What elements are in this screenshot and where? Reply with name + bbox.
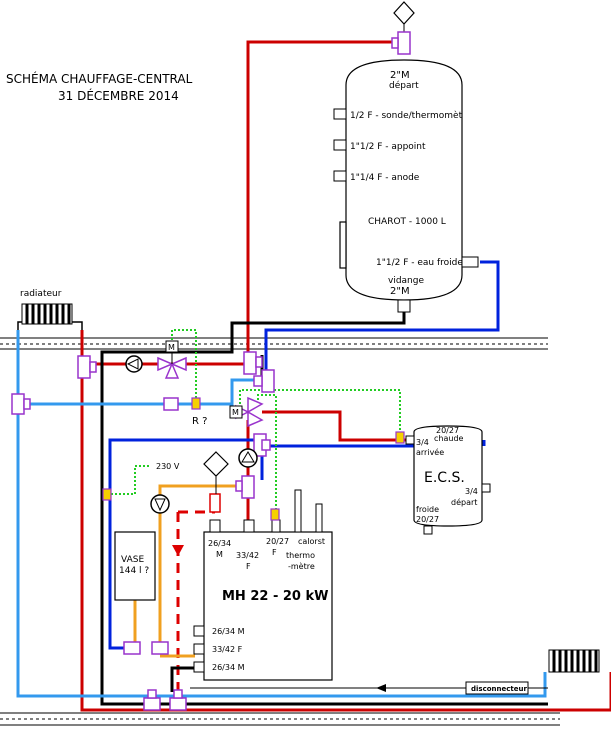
tank-port-2: 1"1/2 F - appoint bbox=[350, 142, 426, 152]
tank-top-size: 2"M bbox=[390, 70, 410, 81]
pipe-cold-tank bbox=[264, 260, 500, 378]
boiler-port-1-size: 26/34 bbox=[208, 539, 231, 548]
boiler-port-3-type: F bbox=[272, 548, 277, 557]
boiler-name: MH 22 - 20 kW bbox=[222, 589, 328, 604]
tank-name: CHAROT - 1000 L bbox=[368, 217, 446, 227]
pipe-return-radiator bbox=[16, 330, 547, 698]
tank-port-4: 1"1/2 F - eau froide bbox=[376, 258, 463, 268]
ecs-tank: 20/27 chaude 3/4 arrivée E.C.S. 3/4 dépa… bbox=[405, 425, 491, 535]
air-vent-tank-icon bbox=[391, 1, 415, 55]
pipe-primary-loop bbox=[100, 312, 548, 706]
vessel-line1: VASE bbox=[121, 555, 144, 565]
ecs-top-label: chaude bbox=[434, 434, 464, 443]
storage-tank: 2"M départ 1/2 F - sonde/thermomèt 1"1/2… bbox=[333, 59, 479, 313]
ecs-outlet-label: départ bbox=[451, 497, 477, 507]
voltage-label: 230 V bbox=[156, 462, 180, 471]
fittings bbox=[11, 351, 275, 711]
signal-wire-230v bbox=[107, 465, 150, 495]
boiler: 26/34 M 33/42 F 20/27 F thermo -mètre ca… bbox=[193, 489, 333, 681]
boiler-port-2-size: 33/42 bbox=[236, 551, 259, 560]
safety-valve-icon bbox=[209, 493, 221, 513]
ecs-inlet-label: arrivée bbox=[416, 447, 444, 457]
valve-r-label: R ? bbox=[192, 416, 207, 427]
pipe-hot-ecs bbox=[262, 410, 408, 442]
tank-port-3: 1"1/4 F - anode bbox=[350, 173, 420, 183]
pipe-hot-tank-supply bbox=[246, 40, 404, 368]
boiler-side-port-2: 33/42 F bbox=[212, 645, 243, 654]
radiator-right bbox=[548, 649, 600, 673]
pipe-dashed-red bbox=[176, 510, 215, 692]
signal-wire-boiler bbox=[257, 394, 277, 512]
floor-lines bbox=[0, 337, 560, 726]
ecs-outlet-size: 3/4 bbox=[465, 487, 478, 496]
boiler-thermo-label2: -mètre bbox=[288, 561, 315, 571]
pump-boiler-icon bbox=[238, 448, 258, 468]
sensor-ecs bbox=[395, 431, 405, 444]
motor-valve-heating: M bbox=[157, 340, 187, 379]
ecs-inlet-size: 3/4 bbox=[416, 438, 429, 447]
boiler-thermo-label: thermo bbox=[286, 551, 315, 560]
motor-label-2: M bbox=[232, 408, 239, 417]
pump-expansion-icon bbox=[150, 494, 170, 514]
tank-bottom-label: vidange bbox=[388, 276, 424, 286]
title-line2: 31 DÉCEMBRE 2014 bbox=[58, 88, 179, 103]
vessel-line2: 144 l ? bbox=[119, 566, 149, 576]
disconnector-label: disconnecteur bbox=[471, 685, 527, 693]
sensor-230v bbox=[102, 488, 112, 501]
boiler-port-2-type: F bbox=[246, 562, 251, 571]
sensor-return bbox=[191, 397, 201, 410]
flow-arrow-red-icon bbox=[172, 545, 184, 556]
pipe-hot-radiator-loop bbox=[80, 330, 611, 712]
boiler-calorst-label: calorst bbox=[298, 537, 325, 546]
pump-heating-icon bbox=[125, 355, 143, 373]
signal-wire-motor bbox=[171, 329, 197, 400]
expansion-vessel: VASE 144 l ? bbox=[114, 531, 156, 601]
ecs-bottom-label: froide bbox=[416, 505, 439, 514]
tank-top-label: départ bbox=[389, 80, 419, 91]
disconnector: disconnecteur bbox=[465, 681, 529, 695]
boiler-side-port-3: 26/34 M bbox=[212, 663, 245, 672]
pipe-return-branch bbox=[18, 378, 262, 406]
boiler-port-3-size: 20/27 bbox=[266, 537, 289, 546]
pipe-boiler-return bbox=[170, 666, 195, 692]
ecs-top-size: 20/27 bbox=[436, 426, 459, 435]
pipe-expansion bbox=[133, 484, 240, 658]
tank-port-1: 1/2 F - sonde/thermomèt bbox=[350, 110, 463, 121]
title-line1: SCHÉMA CHAUFFAGE-CENTRAL bbox=[6, 71, 193, 86]
ecs-name: E.C.S. bbox=[424, 470, 465, 486]
tank-bottom-size: 2"M bbox=[390, 286, 410, 297]
air-vent-boiler-icon bbox=[203, 451, 229, 494]
sensor-boiler bbox=[270, 508, 280, 521]
signal-wire-ecs bbox=[239, 389, 401, 436]
ecs-bottom-size: 20/27 bbox=[416, 515, 439, 524]
flow-arrow-icon bbox=[376, 684, 386, 692]
boiler-side-port-1: 26/34 M bbox=[212, 627, 245, 636]
motor-valve-ecs: M bbox=[229, 396, 264, 428]
motor-label-1: M bbox=[168, 343, 175, 352]
radiator-left: radiateur bbox=[17, 289, 83, 330]
boiler-port-1-type: M bbox=[216, 550, 223, 559]
radiator-left-label: radiateur bbox=[20, 289, 62, 299]
